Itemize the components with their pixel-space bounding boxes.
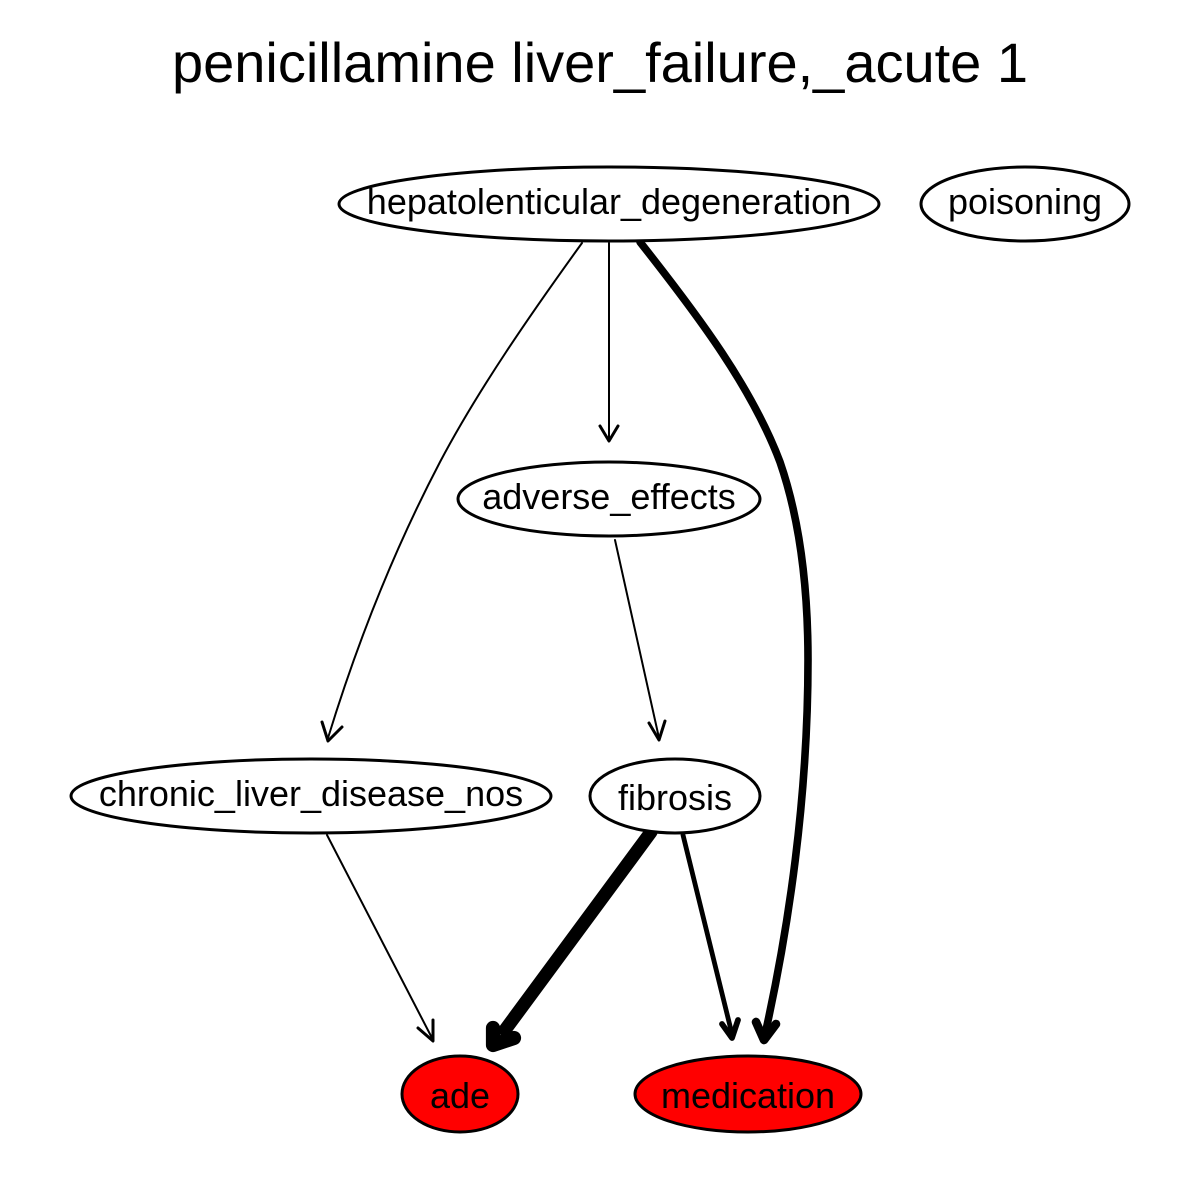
node-label: adverse_effects [482, 476, 736, 517]
edges-group [320, 238, 812, 1053]
node-label: hepatolenticular_degeneration [367, 181, 851, 222]
node-adverse-effects[interactable]: adverse_effects [456, 460, 762, 538]
node-hepatolenticular-degeneration[interactable]: hepatolenticular_degeneration [337, 165, 881, 243]
edge-adverse-effects-to-fibrosis [614, 539, 667, 742]
node-chronic-liver-disease-nos[interactable]: chronic_liver_disease_nos [69, 757, 553, 835]
edge-fibrosis-to-ade [485, 825, 658, 1053]
edge-hepatolenticular-to-medication [636, 238, 812, 1045]
node-poisoning[interactable]: poisoning [919, 165, 1131, 243]
node-label: chronic_liver_disease_nos [99, 773, 523, 814]
edge-fibrosis-to-medication [680, 832, 741, 1041]
edge-hepatolenticular-to-adverse-effects [598, 242, 620, 443]
edge-hepatolenticular-to-chronic-liver-disease [320, 242, 583, 743]
node-ade[interactable]: ade [400, 1054, 520, 1134]
node-label: medication [661, 1075, 835, 1116]
graph-title: penicillamine liver_failure,_acute 1 [172, 31, 1028, 94]
edge-chronic-liver-disease-to-ade [326, 834, 435, 1043]
nodes-group: hepatolenticular_degeneration poisoning … [69, 165, 1131, 1134]
node-label: poisoning [948, 181, 1102, 222]
node-label: ade [430, 1075, 490, 1116]
node-fibrosis[interactable]: fibrosis [588, 757, 762, 835]
node-medication[interactable]: medication [633, 1054, 863, 1134]
node-label: fibrosis [618, 777, 732, 818]
